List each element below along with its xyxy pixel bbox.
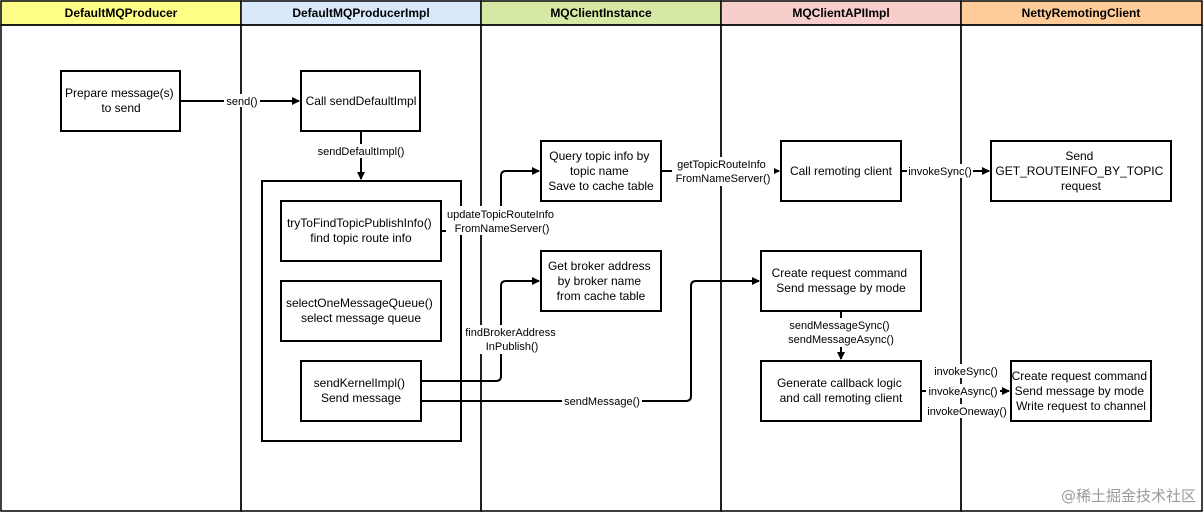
select-queue-box [280, 280, 442, 342]
lane-title-0: DefaultMQProducer [65, 6, 178, 20]
label-send: send() [226, 96, 257, 108]
prepare-box-text: Prepare message(s) to send [65, 86, 177, 115]
get-broker-box [540, 250, 662, 312]
label-send-default-impl: sendDefaultImpl() [318, 146, 405, 158]
call-remoting-text: Call remoting client [790, 164, 893, 178]
lane-title-2: MQClientInstance [550, 6, 652, 20]
lane-title-3: MQClientAPIImpl [792, 6, 889, 20]
netty-create-text: Create request command Send message by m… [1012, 369, 1151, 413]
send-getroute-text: Send GET_ROUTEINFO_BY_TOPIC request [995, 149, 1166, 193]
select-queue-text: selectOneMessageQueue() select message q… [286, 296, 436, 325]
lane-title-1: DefaultMQProducerImpl [292, 6, 429, 20]
label-invoke-oneway: invokeOneway() [927, 406, 1006, 418]
label-invoke-sync: invokeSync() [934, 366, 998, 378]
call-send-default-text: Call sendDefaultImpl [306, 94, 417, 108]
generate-callback-text: Generate callback logic and call remotin… [777, 376, 905, 405]
send-default-impl-group [261, 180, 462, 442]
lane-title-4: NettyRemotingClient [1022, 6, 1141, 20]
try-find-text: tryToFindTopicPublishInfo() find topic r… [287, 216, 435, 245]
query-topic-box [540, 140, 662, 202]
send-kernel-box [300, 360, 422, 422]
call-send-default-box [300, 70, 421, 132]
netty-create-box [1010, 360, 1152, 422]
try-find-box [280, 200, 442, 262]
get-broker-text: Get broker address by broker name from c… [548, 259, 654, 303]
label-invoke-sync-top: invokeSync() [908, 166, 972, 178]
create-request-text: Create request command Send message by m… [772, 266, 911, 295]
query-topic-text: Query topic info by topic name Save to c… [548, 149, 654, 193]
create-request-box [760, 250, 922, 312]
send-kernel-text: sendKernelImpl() Send message [314, 376, 409, 405]
edge-send-message [421, 277, 760, 402]
label-invoke-async: invokeAsync() [928, 386, 997, 398]
edge-update-topic [441, 167, 540, 232]
label-find-broker: findBrokerAddress InPublish() [465, 327, 559, 353]
edge-label-backgrounds [224, 94, 1010, 418]
label-send-message: sendMessage() [564, 396, 640, 408]
prepare-box [60, 70, 181, 132]
label-update-topic: updateTopicRouteInfo FromNameServer() [447, 209, 557, 235]
generate-callback-box [760, 360, 922, 422]
label-get-topic-route: getTopicRouteInfo FromNameServer() [676, 159, 771, 185]
lane-body-4 [960, 24, 1203, 512]
lane-header-bg-0 [0, 0, 242, 26]
label-send-message-sync-async: sendMessageSync() sendMessageAsync() [788, 320, 894, 346]
send-getroute-box [990, 140, 1172, 202]
watermark: @稀土掘金技术社区 [1061, 487, 1196, 505]
edge-labels: send() sendDefaultImpl() updateTopicRout… [226, 96, 1006, 418]
boxes: Prepare message(s) to send Call sendDefa… [60, 70, 1172, 422]
